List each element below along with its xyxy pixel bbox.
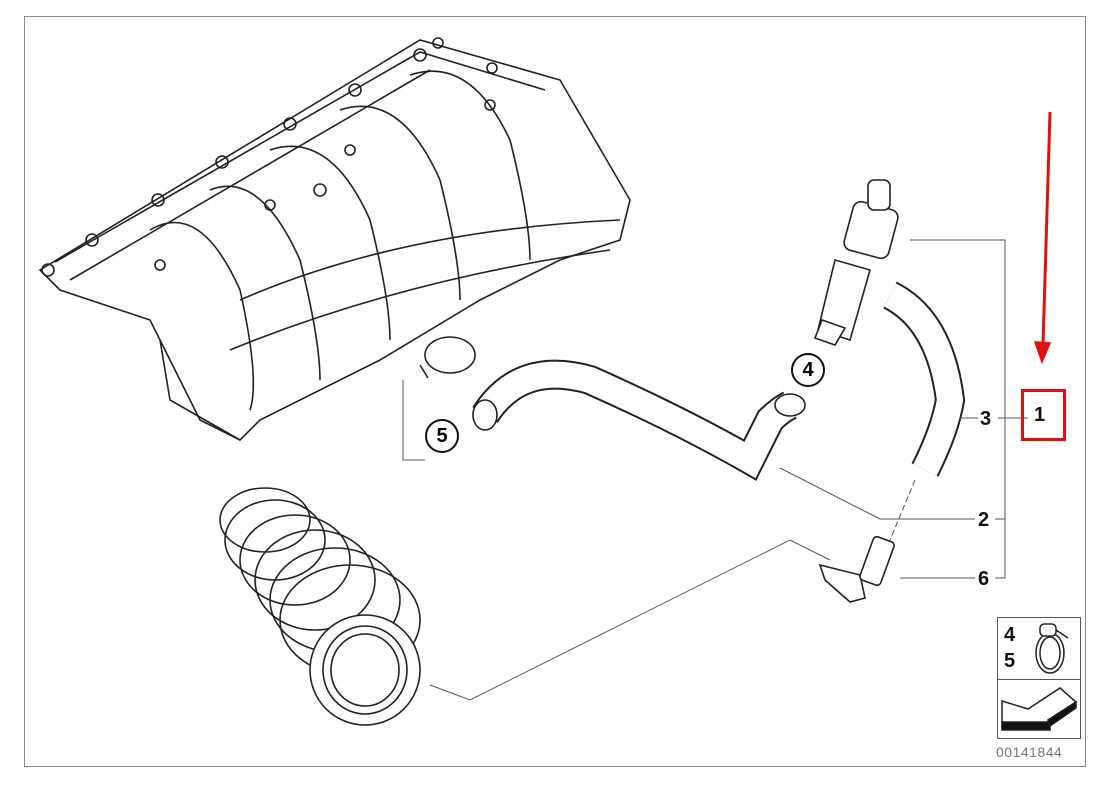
- highlight-box: [1021, 389, 1066, 441]
- hose-3: [882, 281, 966, 477]
- red-pointer-arrow-icon: [1033, 111, 1052, 365]
- leader-lines: [429, 239, 1028, 701]
- connector-6: [818, 535, 895, 603]
- direction-arrow-icon: [1001, 687, 1078, 731]
- callout-1[interactable]: 1: [1034, 404, 1046, 426]
- hose-2: [472, 359, 806, 481]
- callout-6[interactable]: 6: [978, 568, 990, 590]
- diagram-code: 00141844: [996, 744, 1063, 760]
- valve-1: [813, 179, 899, 346]
- legend-item-4: 4: [1004, 624, 1016, 646]
- legend-box: 4 5: [997, 617, 1081, 739]
- legend-item-5: 5: [1004, 650, 1016, 672]
- diagram-frame: [24, 16, 1086, 767]
- callout-2[interactable]: 2: [978, 509, 990, 531]
- callout-4[interactable]: 4: [791, 353, 825, 387]
- hose-clamp-icon: [1035, 623, 1069, 674]
- legend-divider: [998, 679, 1080, 680]
- intake-manifold: [38, 37, 631, 441]
- callout-5[interactable]: 5: [425, 419, 459, 453]
- callout-3[interactable]: 3: [980, 408, 992, 430]
- air-intake-boot: [219, 487, 421, 726]
